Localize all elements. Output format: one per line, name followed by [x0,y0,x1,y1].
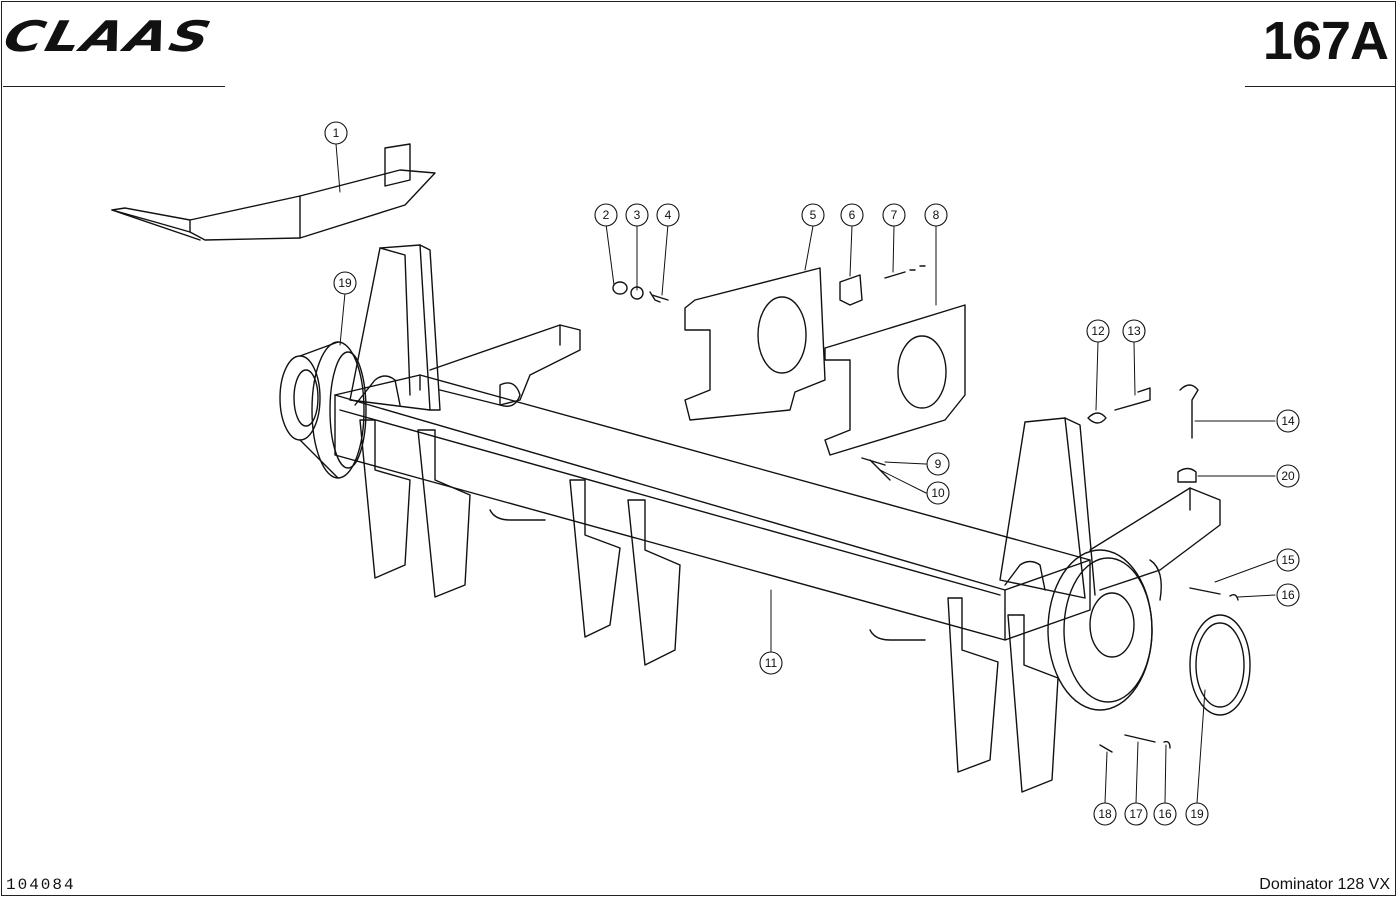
seal-ring [1189,614,1251,716]
callout-6: 6 [840,203,864,227]
svg-text:13: 13 [1127,324,1141,338]
svg-text:20: 20 [1281,469,1295,483]
callout-16: 16 [1276,583,1300,607]
callout-4: 4 [656,203,680,227]
svg-text:2: 2 [603,208,610,222]
svg-text:11: 11 [765,656,778,670]
svg-text:10: 10 [931,486,945,500]
callouts: 1 2 3 4 5 6 7 8 9 10 11 12 13 14 15 16 1… [324,121,1300,826]
callout-17: 17 [1124,802,1148,826]
left-support-arm [429,324,581,407]
svg-text:6: 6 [849,208,856,222]
callout-13: 13 [1122,319,1146,343]
svg-text:16: 16 [1158,807,1172,821]
callout-11: 11 [759,651,783,675]
svg-text:15: 15 [1281,553,1295,567]
svg-text:18: 18 [1098,807,1112,821]
svg-text:12: 12 [1091,324,1105,338]
svg-text:4: 4 [665,208,672,222]
lower-finger-brackets [359,419,1059,793]
svg-text:8: 8 [933,208,940,222]
left-upright-bracket [349,244,441,411]
svg-text:16: 16 [1281,588,1295,602]
svg-text:14: 14 [1281,414,1295,428]
svg-text:9: 9 [935,457,942,471]
svg-text:5: 5 [810,208,817,222]
header-rule-right [1245,86,1395,87]
callout-9: 9 [926,452,950,476]
callout-18: 18 [1093,802,1117,826]
svg-text:19: 19 [1190,807,1204,821]
callout-16-lower: 16 [1153,802,1177,826]
page-number: 167A [1262,11,1389,71]
document-number: 104084 [6,876,76,894]
callout-14: 14 [1276,409,1300,433]
callout-15: 15 [1276,548,1300,572]
callout-10: 10 [926,481,950,505]
callout-5: 5 [801,203,825,227]
part-8-mounting-plate [824,304,966,456]
callout-1: 1 [324,121,348,145]
svg-text:19: 19 [338,276,352,290]
callout-7: 7 [882,203,906,227]
svg-text:3: 3 [634,208,641,222]
machine-model: Dominator 128 VX [1259,876,1390,893]
callout-19-lower: 19 [1185,802,1209,826]
callout-12: 12 [1086,319,1110,343]
header-rule-left [3,86,225,87]
part-11-main-beam [334,374,1091,641]
svg-text:17: 17 [1129,807,1143,821]
right-hub-flange [1047,549,1162,711]
part-1-cover-plate [111,143,436,241]
small-hardware [612,265,1239,753]
right-upright-bracket [999,417,1096,599]
svg-text:7: 7 [891,208,898,222]
callout-20: 20 [1276,464,1300,488]
right-support-arm [1089,487,1221,591]
left-hub-flange [279,341,367,479]
callout-3: 3 [625,203,649,227]
callout-2: 2 [594,203,618,227]
callout-8: 8 [924,203,948,227]
callout-19: 19 [333,271,357,295]
svg-text:1: 1 [333,126,340,140]
leader-lines [335,143,1276,804]
part-5-mounting-plate [684,267,826,421]
